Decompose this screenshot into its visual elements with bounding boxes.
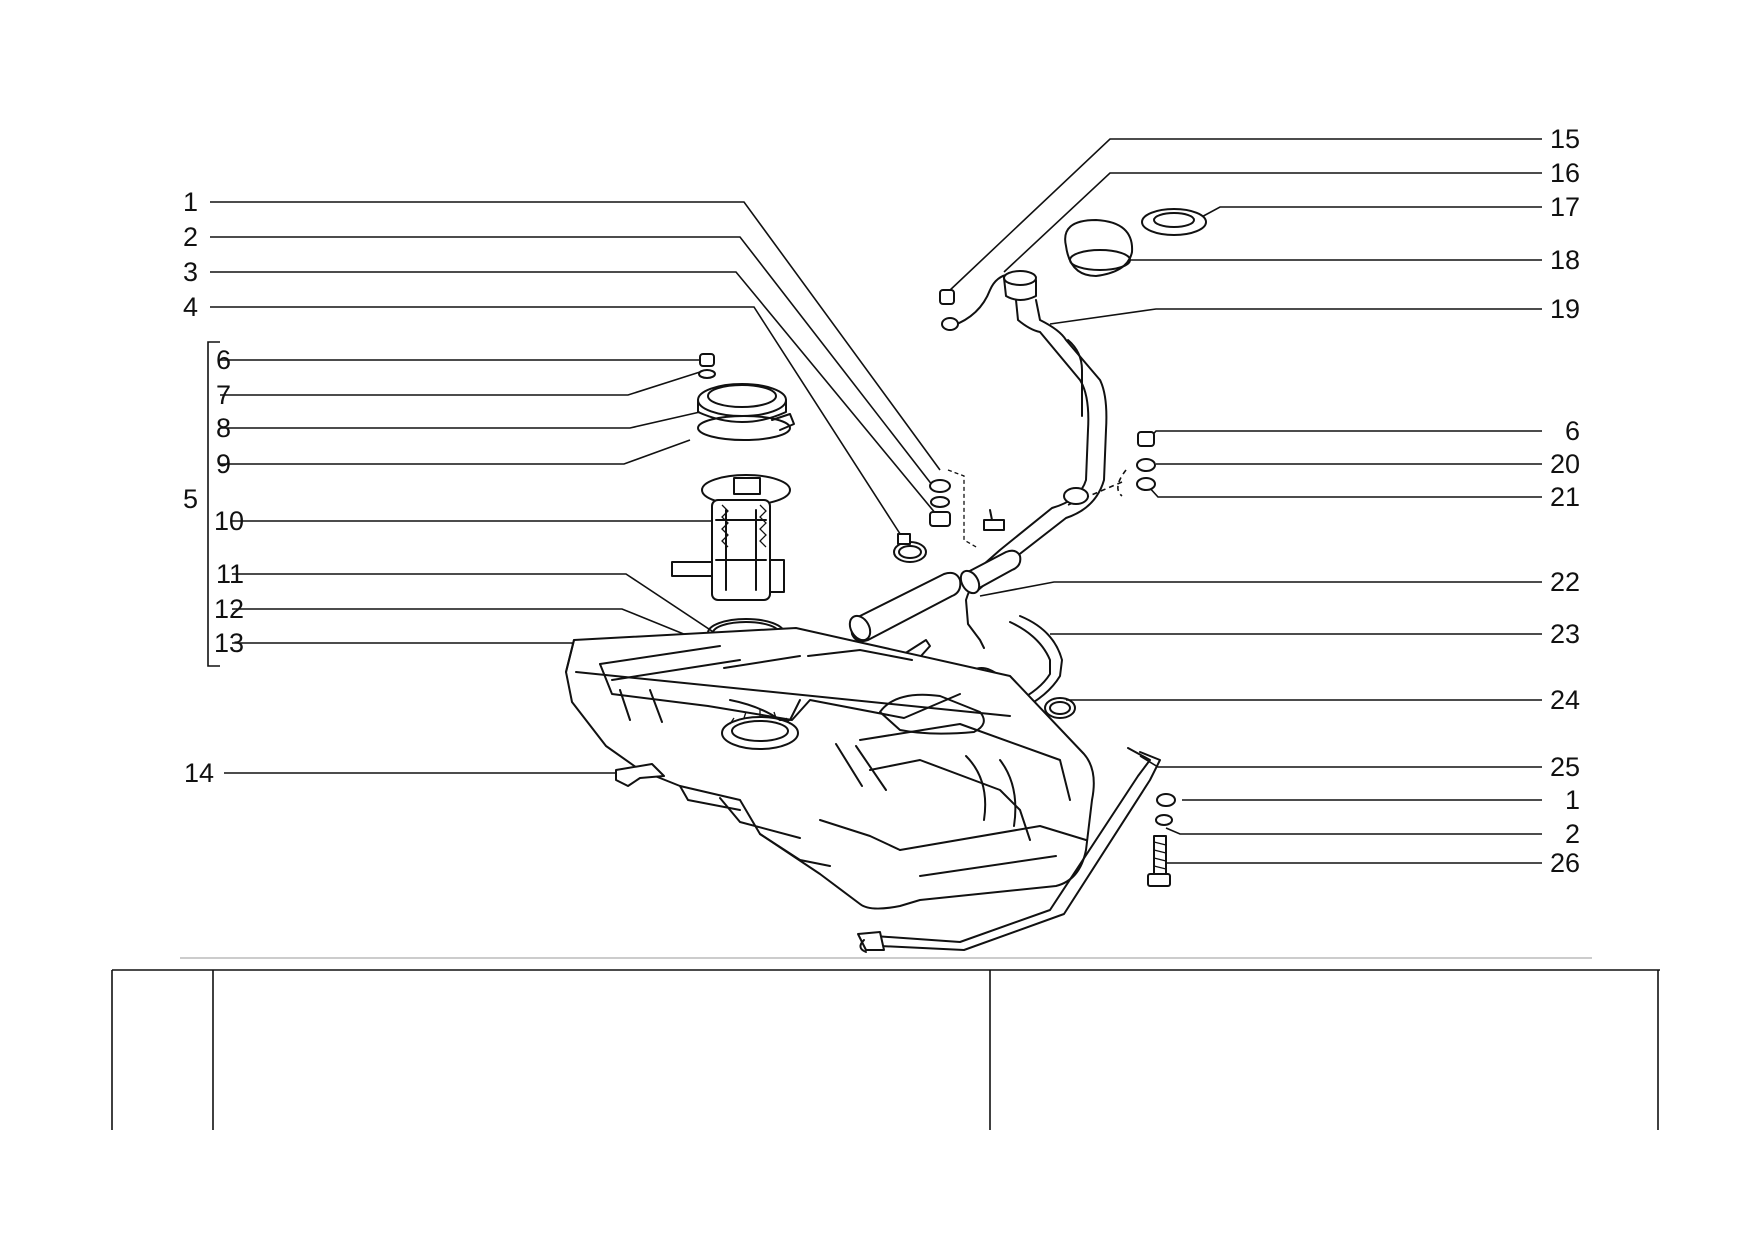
callout-22: 22 — [1550, 567, 1580, 597]
strap-bolt-set-part — [1147, 793, 1176, 887]
callout-3: 3 — [183, 257, 198, 287]
callout-23: 23 — [1550, 619, 1580, 649]
callout-8: 8 — [216, 413, 231, 443]
callout-19: 19 — [1550, 294, 1580, 324]
filler-bracket-part — [983, 509, 1005, 531]
fuel-pump-assembly-part — [671, 474, 791, 601]
callout-2: 2 — [183, 222, 198, 252]
callout-9: 9 — [216, 449, 231, 479]
callout-12: 12 — [214, 594, 244, 624]
tank-strap-part — [857, 747, 1161, 953]
pipe-fasteners-part — [1136, 431, 1156, 491]
callout-5: 5 — [183, 484, 198, 514]
dust-cap-part — [1064, 219, 1134, 277]
callout-24: 24 — [1550, 685, 1580, 715]
callout-6-left: 6 — [216, 345, 231, 375]
callout-10: 10 — [214, 506, 244, 536]
callout-labels-left: 1 2 3 4 6 7 8 9 5 10 11 12 13 14 — [183, 187, 244, 788]
fuel-tank-body-part — [565, 627, 1095, 910]
callout-15: 15 — [1550, 124, 1580, 154]
hose-clamp-part — [893, 533, 927, 563]
washer-part — [698, 369, 716, 379]
filler-neck-part — [941, 270, 1037, 331]
vent-hose-clamp-part — [1044, 697, 1076, 719]
callout-4: 4 — [183, 292, 198, 322]
callout-20: 20 — [1550, 449, 1580, 479]
callout-18: 18 — [1550, 245, 1580, 275]
fastener-stack-part — [929, 469, 979, 549]
vent-hose-part — [1009, 615, 1063, 711]
cap-nut-part — [939, 289, 955, 305]
callout-16: 16 — [1550, 158, 1580, 188]
callout-26: 26 — [1550, 848, 1580, 878]
filler-hose-part — [848, 549, 1022, 643]
nut-part — [699, 353, 715, 367]
filler-pipe-part — [965, 299, 1108, 649]
cap-seal-ring-part — [1141, 208, 1207, 236]
callout-labels-right: 15 16 17 18 19 6 20 21 22 23 24 25 1 2 2… — [1550, 124, 1580, 878]
callout-1: 1 — [183, 187, 198, 217]
callout-2-right: 2 — [1565, 819, 1580, 849]
callout-13: 13 — [214, 628, 244, 658]
gasket-ring-part — [697, 413, 795, 441]
callout-17: 17 — [1550, 192, 1580, 222]
callout-11: 11 — [216, 559, 244, 589]
title-block — [111, 969, 1660, 1130]
callout-21: 21 — [1550, 482, 1580, 512]
left-leaders — [207, 201, 941, 774]
callout-1-right: 1 — [1565, 785, 1580, 815]
tank-strap-hook-left-part — [615, 763, 665, 787]
callout-7: 7 — [216, 380, 231, 410]
callout-14: 14 — [184, 758, 214, 788]
callout-6-right: 6 — [1565, 416, 1580, 446]
callout-25: 25 — [1550, 752, 1580, 782]
